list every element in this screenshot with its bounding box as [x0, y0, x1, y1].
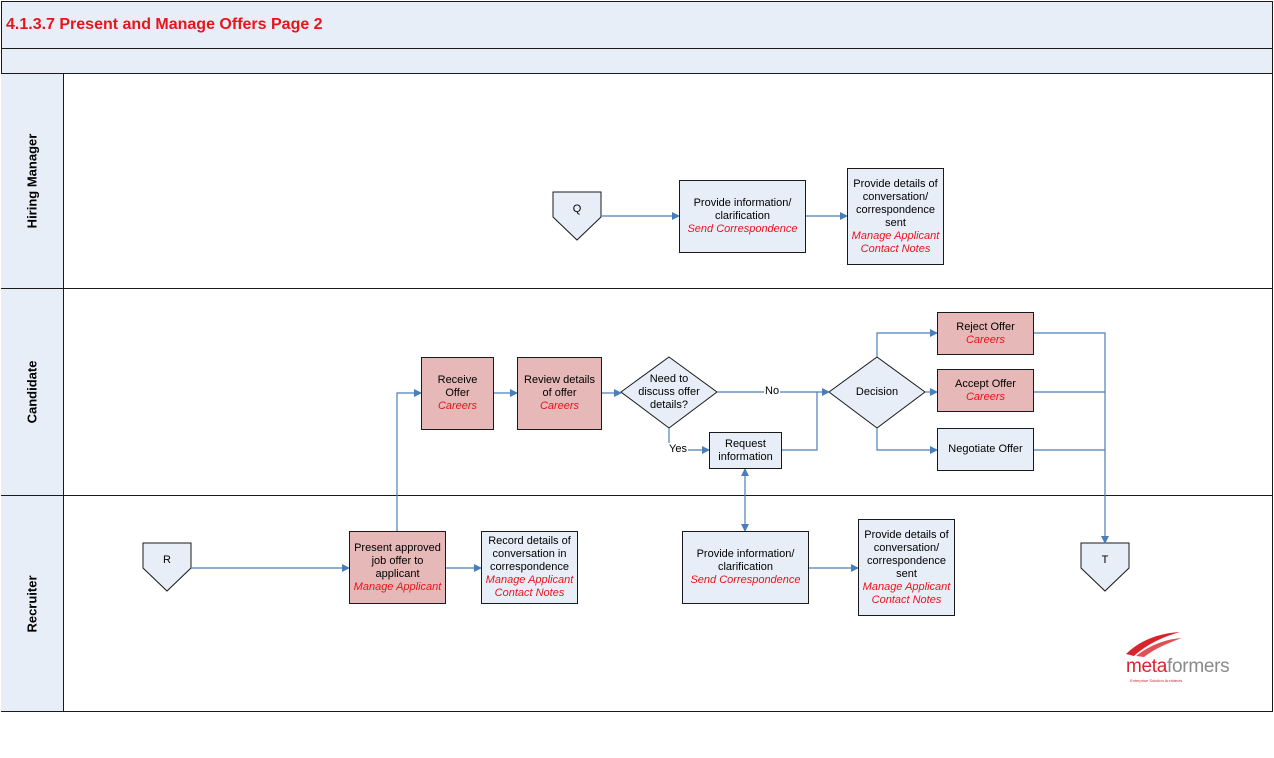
- flow-label-yes: Yes: [668, 443, 688, 455]
- task-text: Request information: [718, 437, 773, 463]
- offpage-label-r: R: [163, 554, 171, 566]
- page-title: 4.1.3.7 Present and Manage Offers Page 2: [6, 16, 323, 33]
- lane-header-recruiter: Recruiter: [1, 496, 64, 711]
- task-rec-provide-details[interactable]: Provide details of conversation/ corresp…: [858, 519, 955, 616]
- offpage-label-t: T: [1101, 554, 1109, 566]
- decision-label-decision: Decision: [855, 386, 899, 398]
- task-negotiate-offer[interactable]: Negotiate Offer: [937, 428, 1034, 471]
- logo-swoosh-icon: [1126, 632, 1182, 657]
- offpage-label-q: Q: [572, 203, 582, 215]
- task-request-information[interactable]: Request information: [709, 432, 782, 469]
- offpage-connector-r: [142, 542, 192, 592]
- task-text: Negotiate Offer: [948, 443, 1023, 455]
- task-reject-offer[interactable]: Reject Offer Careers: [937, 312, 1034, 355]
- task-text: Provide information/ clarification: [696, 548, 795, 573]
- task-system: Careers: [539, 400, 580, 412]
- task-system: Manage Applicant Contact Notes: [851, 229, 940, 255]
- task-receive-offer[interactable]: Receive Offer Careers: [421, 357, 494, 430]
- task-present-offer[interactable]: Present approved job offer to applicant …: [349, 531, 446, 604]
- task-system: Manage Applicant Contact Notes: [485, 574, 574, 599]
- task-system: Send Correspondence: [690, 574, 801, 586]
- offpage-connector-t: [1080, 542, 1130, 592]
- subtitle-bar: [1, 49, 1273, 74]
- logo-wordmark: metaformers: [1126, 656, 1230, 677]
- lane-header-candidate: Candidate: [1, 289, 64, 495]
- offpage-connector-q: [552, 191, 602, 241]
- task-record-details[interactable]: Record details of conversation in corres…: [481, 531, 578, 604]
- task-system: Careers: [965, 390, 1006, 403]
- task-system: Careers: [437, 400, 478, 412]
- task-review-details[interactable]: Review details of offer Careers: [517, 357, 602, 430]
- flow-arrow: [876, 329, 938, 357]
- task-system: Manage Applicant Contact Notes: [862, 580, 951, 606]
- lane-divider: [1, 288, 1273, 289]
- task-hm-provide-details[interactable]: Provide details of conversation/ corresp…: [847, 168, 944, 265]
- task-system: Careers: [965, 333, 1006, 346]
- task-text: Provide information/ clarification: [693, 197, 792, 222]
- task-text: Provide details of conversation/ corresp…: [864, 528, 949, 580]
- task-hm-provide-information[interactable]: Provide information/ clarification Send …: [679, 180, 806, 253]
- flow-line: [781, 392, 818, 451]
- lane-divider: [1, 495, 1273, 496]
- lane-header-hiring-manager: Hiring Manager: [1, 74, 64, 288]
- flow-label-no: No: [764, 385, 781, 397]
- flow-arrow: [396, 389, 422, 531]
- task-text: Reject Offer: [956, 320, 1015, 333]
- title-bar: 4.1.3.7 Present and Manage Offers Page 2: [1, 1, 1273, 49]
- task-rec-provide-information[interactable]: Provide information/ clarification Send …: [682, 531, 809, 604]
- flow-arrow: [876, 428, 938, 454]
- metaformers-logo: metaformers Enterprise Solution Architec…: [1122, 630, 1252, 686]
- task-text: Present approved job offer to applicant: [354, 541, 441, 580]
- task-text: Provide details of conversation/ corresp…: [853, 177, 938, 229]
- task-system: Manage Applicant: [353, 580, 442, 593]
- task-text: Review details of offer: [524, 374, 595, 399]
- flow-arrow: [1033, 332, 1109, 544]
- task-text: Receive Offer: [437, 374, 478, 399]
- task-system: Send Correspondence: [687, 223, 798, 235]
- task-text: Accept Offer: [955, 377, 1016, 390]
- task-text: Record details of conversation in corres…: [488, 535, 571, 573]
- task-accept-offer[interactable]: Accept Offer Careers: [937, 369, 1034, 412]
- logo-tagline: Enterprise Solution Architects: [1130, 678, 1183, 683]
- decision-label-need-discuss: Need to discuss offer details?: [638, 373, 700, 411]
